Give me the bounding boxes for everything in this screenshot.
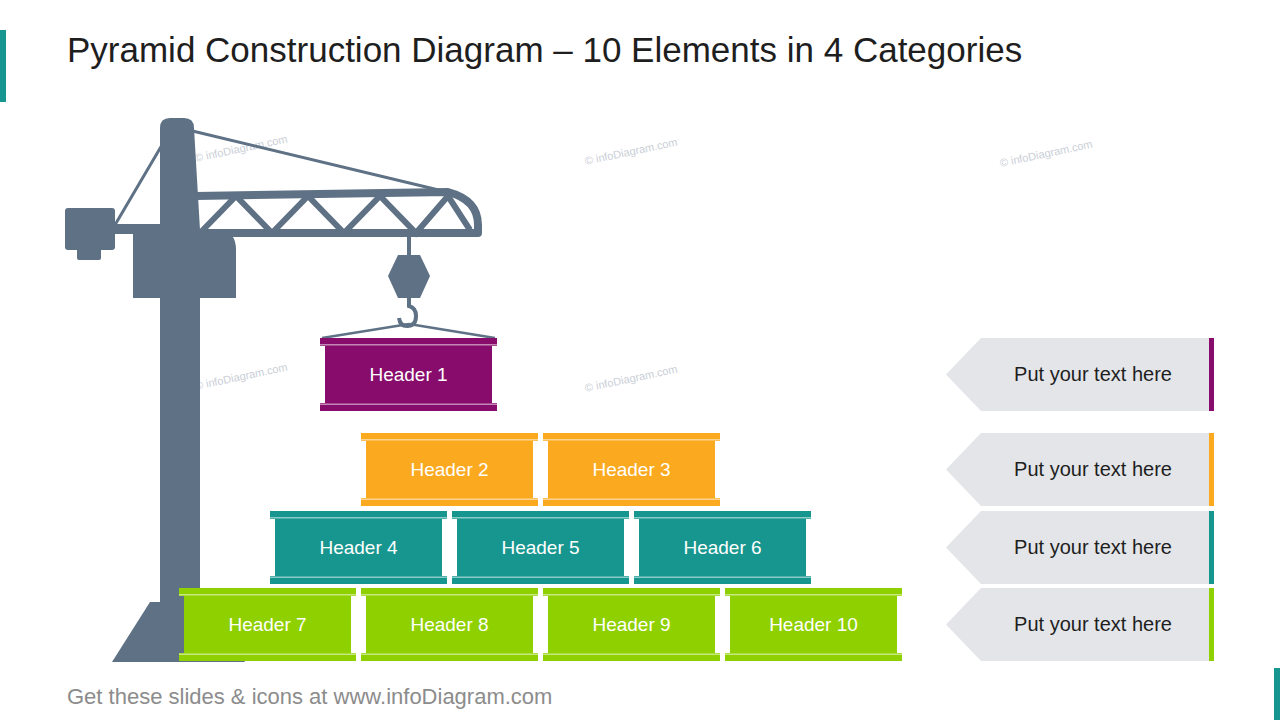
block-rib <box>320 404 497 406</box>
block-rib <box>361 499 538 501</box>
block-body <box>634 511 811 584</box>
pyramid-block: Header 5 <box>452 511 629 584</box>
node-text-wrap: Header 10 <box>725 588 902 661</box>
node-text-wrap: Header 9 <box>543 588 720 661</box>
block-body <box>452 511 629 584</box>
block-rib <box>543 439 720 441</box>
block-rib <box>361 594 538 596</box>
block-rib <box>361 439 538 441</box>
block-body <box>361 588 538 661</box>
watermark: © infoDiagram.com <box>584 363 679 394</box>
block-label: Header 2 <box>410 459 488 481</box>
block-label: Header 1 <box>369 364 447 386</box>
block-rib <box>543 654 720 656</box>
pyramid-block: Header 2 <box>361 433 538 506</box>
callout-bar <box>1209 588 1214 661</box>
corner-accent <box>1274 668 1280 720</box>
block-body <box>725 588 902 661</box>
block-rib <box>270 577 447 579</box>
node-text-wrap: Header 4 <box>270 511 447 584</box>
pyramid-block: Header 4 <box>270 511 447 584</box>
callout-body <box>946 433 1209 506</box>
block-body <box>543 588 720 661</box>
block-rib <box>179 594 356 596</box>
block-label: Header 9 <box>592 614 670 636</box>
callout-text: Put your text here <box>1014 613 1172 636</box>
block-label: Header 6 <box>683 537 761 559</box>
callout-bar <box>1209 511 1214 584</box>
block-rib <box>361 654 538 656</box>
block-rib <box>179 654 356 656</box>
pyramid-block: Header 8 <box>361 588 538 661</box>
block-rib <box>320 344 497 346</box>
block-label: Header 10 <box>769 614 858 636</box>
slide-title: Pyramid Construction Diagram – 10 Elemen… <box>67 30 1022 70</box>
block-rib <box>270 517 447 519</box>
block-label: Header 7 <box>228 614 306 636</box>
node-text-wrap: Header 8 <box>361 588 538 661</box>
block-rib <box>725 594 902 596</box>
callout-body <box>946 511 1209 584</box>
node-text-wrap: Header 6 <box>634 511 811 584</box>
text-callout: Put your text here <box>946 588 1214 661</box>
watermark: © infoDiagram.com <box>194 133 289 164</box>
block-body <box>320 338 497 411</box>
block-body <box>361 433 538 506</box>
block-rib <box>543 594 720 596</box>
text-callout: Put your text here <box>946 511 1214 584</box>
block-body <box>179 588 356 661</box>
block-body <box>543 433 720 506</box>
node-text-wrap: Put your text here <box>946 588 1214 661</box>
pyramid-block: Header 1 <box>320 338 497 411</box>
callout-text: Put your text here <box>1014 536 1172 559</box>
callout-body <box>946 338 1209 411</box>
node-text-wrap: Header 7 <box>179 588 356 661</box>
callout-text: Put your text here <box>1014 363 1172 386</box>
callout-body <box>946 588 1209 661</box>
text-callout: Put your text here <box>946 433 1214 506</box>
text-callout: Put your text here <box>946 338 1214 411</box>
block-rib <box>543 499 720 501</box>
block-rib <box>634 517 811 519</box>
block-label: Header 4 <box>319 537 397 559</box>
node-text-wrap: Header 3 <box>543 433 720 506</box>
footer-note: Get these slides & icons at www.infoDiag… <box>67 684 552 710</box>
block-rib <box>634 577 811 579</box>
block-label: Header 3 <box>592 459 670 481</box>
watermark: © infoDiagram.com <box>194 361 289 392</box>
block-label: Header 8 <box>410 614 488 636</box>
callout-bar <box>1209 433 1214 506</box>
callout-text: Put your text here <box>1014 458 1172 481</box>
node-text-wrap: Put your text here <box>946 433 1214 506</box>
block-rib <box>725 654 902 656</box>
pyramid-block: Header 9 <box>543 588 720 661</box>
pyramid-block: Header 6 <box>634 511 811 584</box>
pyramid-block: Header 10 <box>725 588 902 661</box>
pyramid-block: Header 7 <box>179 588 356 661</box>
watermark: © infoDiagram.com <box>584 136 679 167</box>
block-rib <box>452 577 629 579</box>
title-accent <box>0 30 6 102</box>
callout-bar <box>1209 338 1214 411</box>
block-body <box>270 511 447 584</box>
block-rib <box>452 517 629 519</box>
block-label: Header 5 <box>501 537 579 559</box>
watermark: © infoDiagram.com <box>999 138 1094 169</box>
node-text-wrap: Put your text here <box>946 511 1214 584</box>
pyramid-block: Header 3 <box>543 433 720 506</box>
node-text-wrap: Header 5 <box>452 511 629 584</box>
node-text-wrap: Put your text here <box>946 338 1214 411</box>
node-text-wrap: Header 1 <box>320 338 497 411</box>
node-text-wrap: Header 2 <box>361 433 538 506</box>
